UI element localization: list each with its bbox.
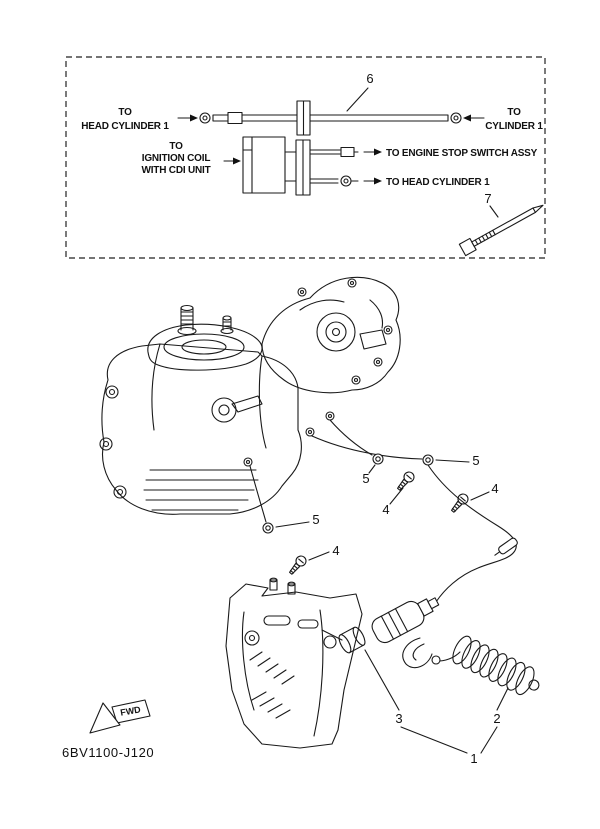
callout-1: 1 — [470, 751, 477, 766]
callout-leader — [308, 551, 330, 561]
callout-leader — [364, 649, 400, 711]
ring-terminal-icon — [422, 454, 434, 466]
callout-leader — [389, 487, 404, 505]
fwd-arrow-head — [89, 702, 121, 734]
harness-cable-6 — [199, 100, 462, 136]
callout-3: 3 — [395, 711, 402, 726]
arrow-right-icon — [374, 148, 382, 156]
slot — [263, 615, 291, 626]
ring-terminal-icon — [372, 453, 384, 465]
label-to-ignition-coil-line2: IGNITION COIL — [142, 153, 211, 164]
callout-4-c: 4 — [332, 543, 339, 558]
stud-icon — [287, 581, 296, 595]
slot — [297, 619, 319, 629]
callout-5-b: 5 — [472, 453, 479, 468]
lanyard-switch-assembly — [338, 464, 540, 696]
carburetor-cluster — [261, 276, 401, 394]
callout-leader — [470, 491, 490, 501]
switch-button — [338, 626, 366, 654]
callout-6-leader — [346, 87, 369, 112]
wire-lead — [249, 465, 267, 523]
callout-leader — [400, 726, 498, 754]
ring-terminal-icon — [340, 175, 352, 187]
coil-lead-head-cylinder — [309, 175, 359, 187]
callouts: 5 4 5 4 5 4 3 2 1 — [275, 453, 509, 766]
screw-icon — [451, 493, 469, 513]
arrow-right-icon — [190, 114, 198, 122]
callout-7-leader — [489, 205, 499, 218]
callout-5-a: 5 — [362, 471, 369, 486]
label-to-ignition-coil-line3: WITH CDI UNIT — [141, 165, 210, 176]
label-to-ignition-coil-line1: TO — [169, 141, 183, 152]
arrow-right-icon — [233, 157, 241, 165]
lanyard-clip — [402, 637, 461, 669]
callout-leader — [275, 521, 310, 528]
callout-5-c: 5 — [312, 512, 319, 527]
bullet-connector-icon — [494, 537, 518, 556]
engine-illustration — [99, 276, 469, 575]
ferrule-icon — [227, 111, 243, 125]
label-to-head-cylinder-1-left-line1: TO — [118, 107, 132, 118]
cable-tie-icon — [458, 204, 544, 257]
label-to-engine-stop-switch: TO ENGINE STOP SWITCH ASSY — [386, 148, 538, 159]
label-to-cylinder-1-line2: CYLINDER 1 — [485, 121, 543, 132]
callout-4-a: 4 — [382, 502, 389, 517]
coil-lead-engine-stop — [309, 146, 359, 158]
bullet-connector-icon — [340, 146, 355, 158]
callout-6: 6 — [366, 71, 373, 86]
ring-terminal-icon — [450, 112, 462, 124]
callout-4-b: 4 — [491, 481, 498, 496]
callout-leader — [496, 687, 509, 711]
cap-icon — [211, 397, 237, 423]
fwd-label: FWD — [120, 704, 142, 717]
callout-2: 2 — [493, 711, 500, 726]
fwd-arrow: FWD — [89, 699, 151, 734]
arrow-left-icon — [463, 114, 471, 122]
cooling-ribs — [143, 469, 259, 511]
arrow-right-icon — [374, 177, 382, 185]
label-to-cylinder-1-line1: TO — [507, 107, 521, 118]
label-to-head-cylinder-1-left-line2: HEAD CYLINDER 1 — [81, 121, 169, 132]
part-code: 6BV1100-J120 — [62, 745, 154, 760]
wire-lead — [311, 435, 423, 460]
inset-electrical-schematic: 6 TO HEAD CYLINDER 1 TO CYLINDER 1 TO IG… — [65, 56, 546, 259]
stop-switch-body — [371, 597, 440, 644]
hatch-lines — [249, 651, 295, 685]
hatch-lines — [251, 691, 291, 719]
stud-icon — [177, 304, 197, 336]
callout-leader — [368, 464, 376, 474]
stud-icon — [220, 315, 234, 335]
ring-terminal-icon — [262, 522, 274, 534]
callout-leader — [435, 459, 470, 463]
screw-icon — [289, 555, 307, 575]
screw-icon — [397, 471, 415, 491]
mount-leader — [321, 629, 343, 641]
ring-terminal-icon — [199, 112, 211, 124]
label-to-head-cylinder-1-right: TO HEAD CYLINDER 1 — [386, 177, 490, 188]
lower-bracket-illustration — [225, 577, 363, 749]
stud-icon — [269, 577, 278, 591]
switch-cable — [427, 464, 517, 603]
callout-7: 7 — [484, 191, 491, 206]
lanyard-coil — [452, 635, 540, 696]
ignition-coil-block — [242, 136, 311, 196]
crankcase-block — [99, 343, 335, 515]
fwd-arrow-body — [111, 699, 151, 724]
